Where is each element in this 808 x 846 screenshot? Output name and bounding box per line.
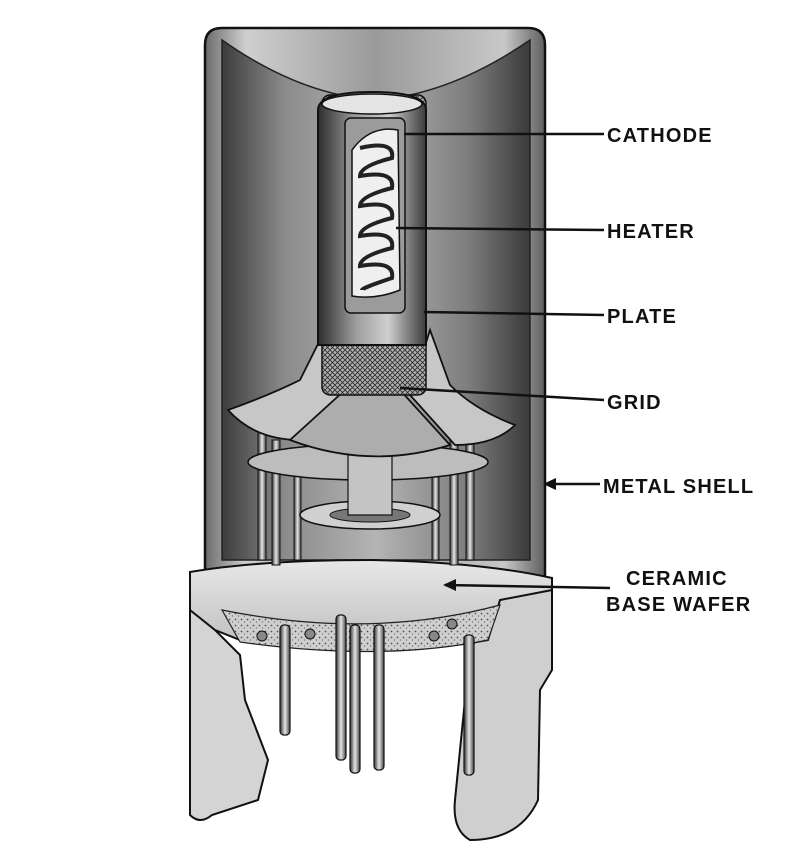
labels: CATHODE HEATER PLATE GRID METAL SHELL CE… (603, 125, 754, 616)
label-heater: HEATER (607, 221, 695, 243)
base-pins (256, 614, 475, 776)
label-grid: GRID (607, 392, 662, 414)
heater (357, 143, 395, 292)
label-metal-shell: METAL SHELL (603, 476, 754, 498)
label-ceramic-line1: CERAMIC (626, 568, 728, 590)
arrow-ceramic-base-wafer (443, 579, 456, 591)
leader-grid (399, 386, 605, 402)
support-rods (247, 429, 489, 566)
leader-lines (395, 132, 611, 591)
label-cathode: CATHODE (607, 125, 713, 147)
label-plate: PLATE (607, 306, 677, 328)
leader-ceramic-base-wafer (444, 583, 611, 590)
leader-heater (395, 226, 605, 232)
shield-cone (226, 317, 517, 458)
arrow-metal-shell (543, 478, 556, 490)
base-sleeve (189, 574, 553, 842)
leader-plate (423, 310, 605, 317)
label-ceramic-line2: BASE WAFER (606, 594, 751, 616)
